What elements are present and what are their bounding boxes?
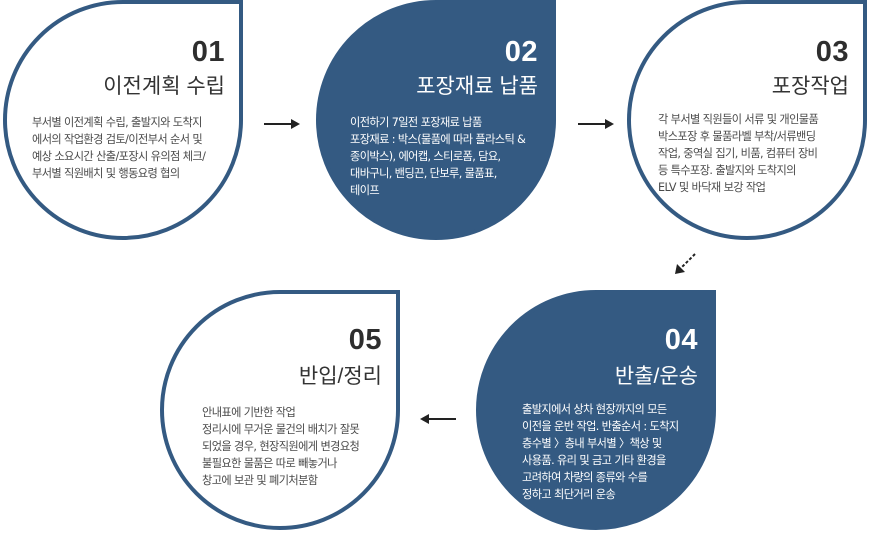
step-01-line: 에서의 작업환경 검토/이전부서 순서 및 <box>32 133 203 146</box>
step-05: 05 반입/정리 안내표에 기반한 작업 정리시에 무거운 물건의 배치가 잘못… <box>160 290 400 530</box>
step-03-number: 03 <box>815 36 849 68</box>
step-03: 03 포장작업 각 부서별 직원들이 서류 및 개인물품 박스포장 후 물품라벨… <box>627 0 867 240</box>
step-01-line: 예상 소요시간 산출/포장시 유의점 체크/ <box>32 150 206 163</box>
step-02-number: 02 <box>504 36 538 68</box>
step-02-line: 포장재료 : 박스(물품에 따라 플라스틱 & <box>350 133 526 146</box>
step-04-line: 출발지에서 상차 현장까지의 모든 <box>522 403 667 416</box>
step-02-description: 이전하기 7일전 포장재료 납품 포장재료 : 박스(물품에 따라 플라스틱 &… <box>350 114 526 199</box>
step-04-line: 사용품. 유리 및 금고 기타 환경을 <box>522 454 666 467</box>
step-05-line: 창고에 보관 및 폐기처분함 <box>202 474 318 487</box>
step-03-line: 각 부서별 직원들이 서류 및 개인물품 <box>658 113 819 126</box>
step-04-line: 층수별 〉층내 부서별 〉책상 및 <box>522 437 662 450</box>
step-01-description: 부서별 이전계획 수립, 출발지와 도착지 에서의 작업환경 검토/이전부서 순… <box>32 114 206 182</box>
arrow-left-icon <box>420 414 456 424</box>
step-05-line: 안내표에 기반한 작업 <box>202 406 296 419</box>
step-03-line: 등 특수포장. 출발지와 도착지의 <box>658 164 796 177</box>
arrow-right-icon <box>264 119 300 129</box>
step-05-number: 05 <box>348 324 382 356</box>
step-02-line: 대바구니, 밴딩끈, 단보루, 물품표, <box>350 167 497 180</box>
step-03-line: 박스포장 후 물품라벨 부착/서류밴딩 <box>658 130 816 143</box>
step-04-title: 반출/운송 <box>614 365 698 388</box>
step-01-line: 부서별 직원배치 및 행동요령 협의 <box>32 167 180 180</box>
step-02-title: 포장재료 납품 <box>416 75 538 98</box>
step-03-title: 포장작업 <box>771 75 849 98</box>
step-01-number: 01 <box>191 36 225 68</box>
step-04-line: 이전을 운반 작업. 반출순서 : 도착지 <box>522 420 679 433</box>
step-04-number: 04 <box>664 324 698 356</box>
step-02: 02 포장재료 납품 이전하기 7일전 포장재료 납품 포장재료 : 박스(물품… <box>316 0 556 240</box>
step-05-line: 정리시에 무거운 물건의 배치가 잘못 <box>202 423 360 436</box>
step-05-line: 불필요한 물품은 따로 빼놓거나 <box>202 457 337 470</box>
step-04-description: 출발지에서 상차 현장까지의 모든 이전을 운반 작업. 반출순서 : 도착지 … <box>522 401 679 503</box>
step-05-description: 안내표에 기반한 작업 정리시에 무거운 물건의 배치가 잘못 되었을 경우, … <box>202 404 360 489</box>
step-02-line: 이전하기 7일전 포장재료 납품 <box>350 116 482 129</box>
step-03-description: 각 부서별 직원들이 서류 및 개인물품 박스포장 후 물품라벨 부착/서류밴딩… <box>658 111 819 196</box>
step-03-line: 작업, 중역실 집기, 비품, 컴퓨터 장비 <box>658 147 818 160</box>
arrow-down-left-icon <box>675 253 696 274</box>
step-04: 04 반출/운송 출발지에서 상차 현장까지의 모든 이전을 운반 작업. 반출… <box>476 290 716 530</box>
step-05-title: 반입/정리 <box>298 365 382 388</box>
step-05-line: 되었을 경우, 현장직원에게 변경요청 <box>202 440 360 453</box>
step-02-line: 종이박스), 에어캡, 스티로폼, 담요, <box>350 150 501 163</box>
step-01-line: 부서별 이전계획 수립, 출발지와 도착지 <box>32 116 202 129</box>
step-04-line: 고려하여 차량의 종류와 수를 <box>522 471 648 484</box>
step-01-title: 이전계획 수립 <box>103 75 225 98</box>
step-02-line: 테이프 <box>350 184 380 197</box>
step-03-line: ELV 및 바닥재 보강 작업 <box>658 181 766 194</box>
step-01: 01 이전계획 수립 부서별 이전계획 수립, 출발지와 도착지 에서의 작업환… <box>3 0 243 240</box>
arrow-right-icon <box>578 119 614 129</box>
step-04-line: 정하고 최단거리 운송 <box>522 488 616 501</box>
